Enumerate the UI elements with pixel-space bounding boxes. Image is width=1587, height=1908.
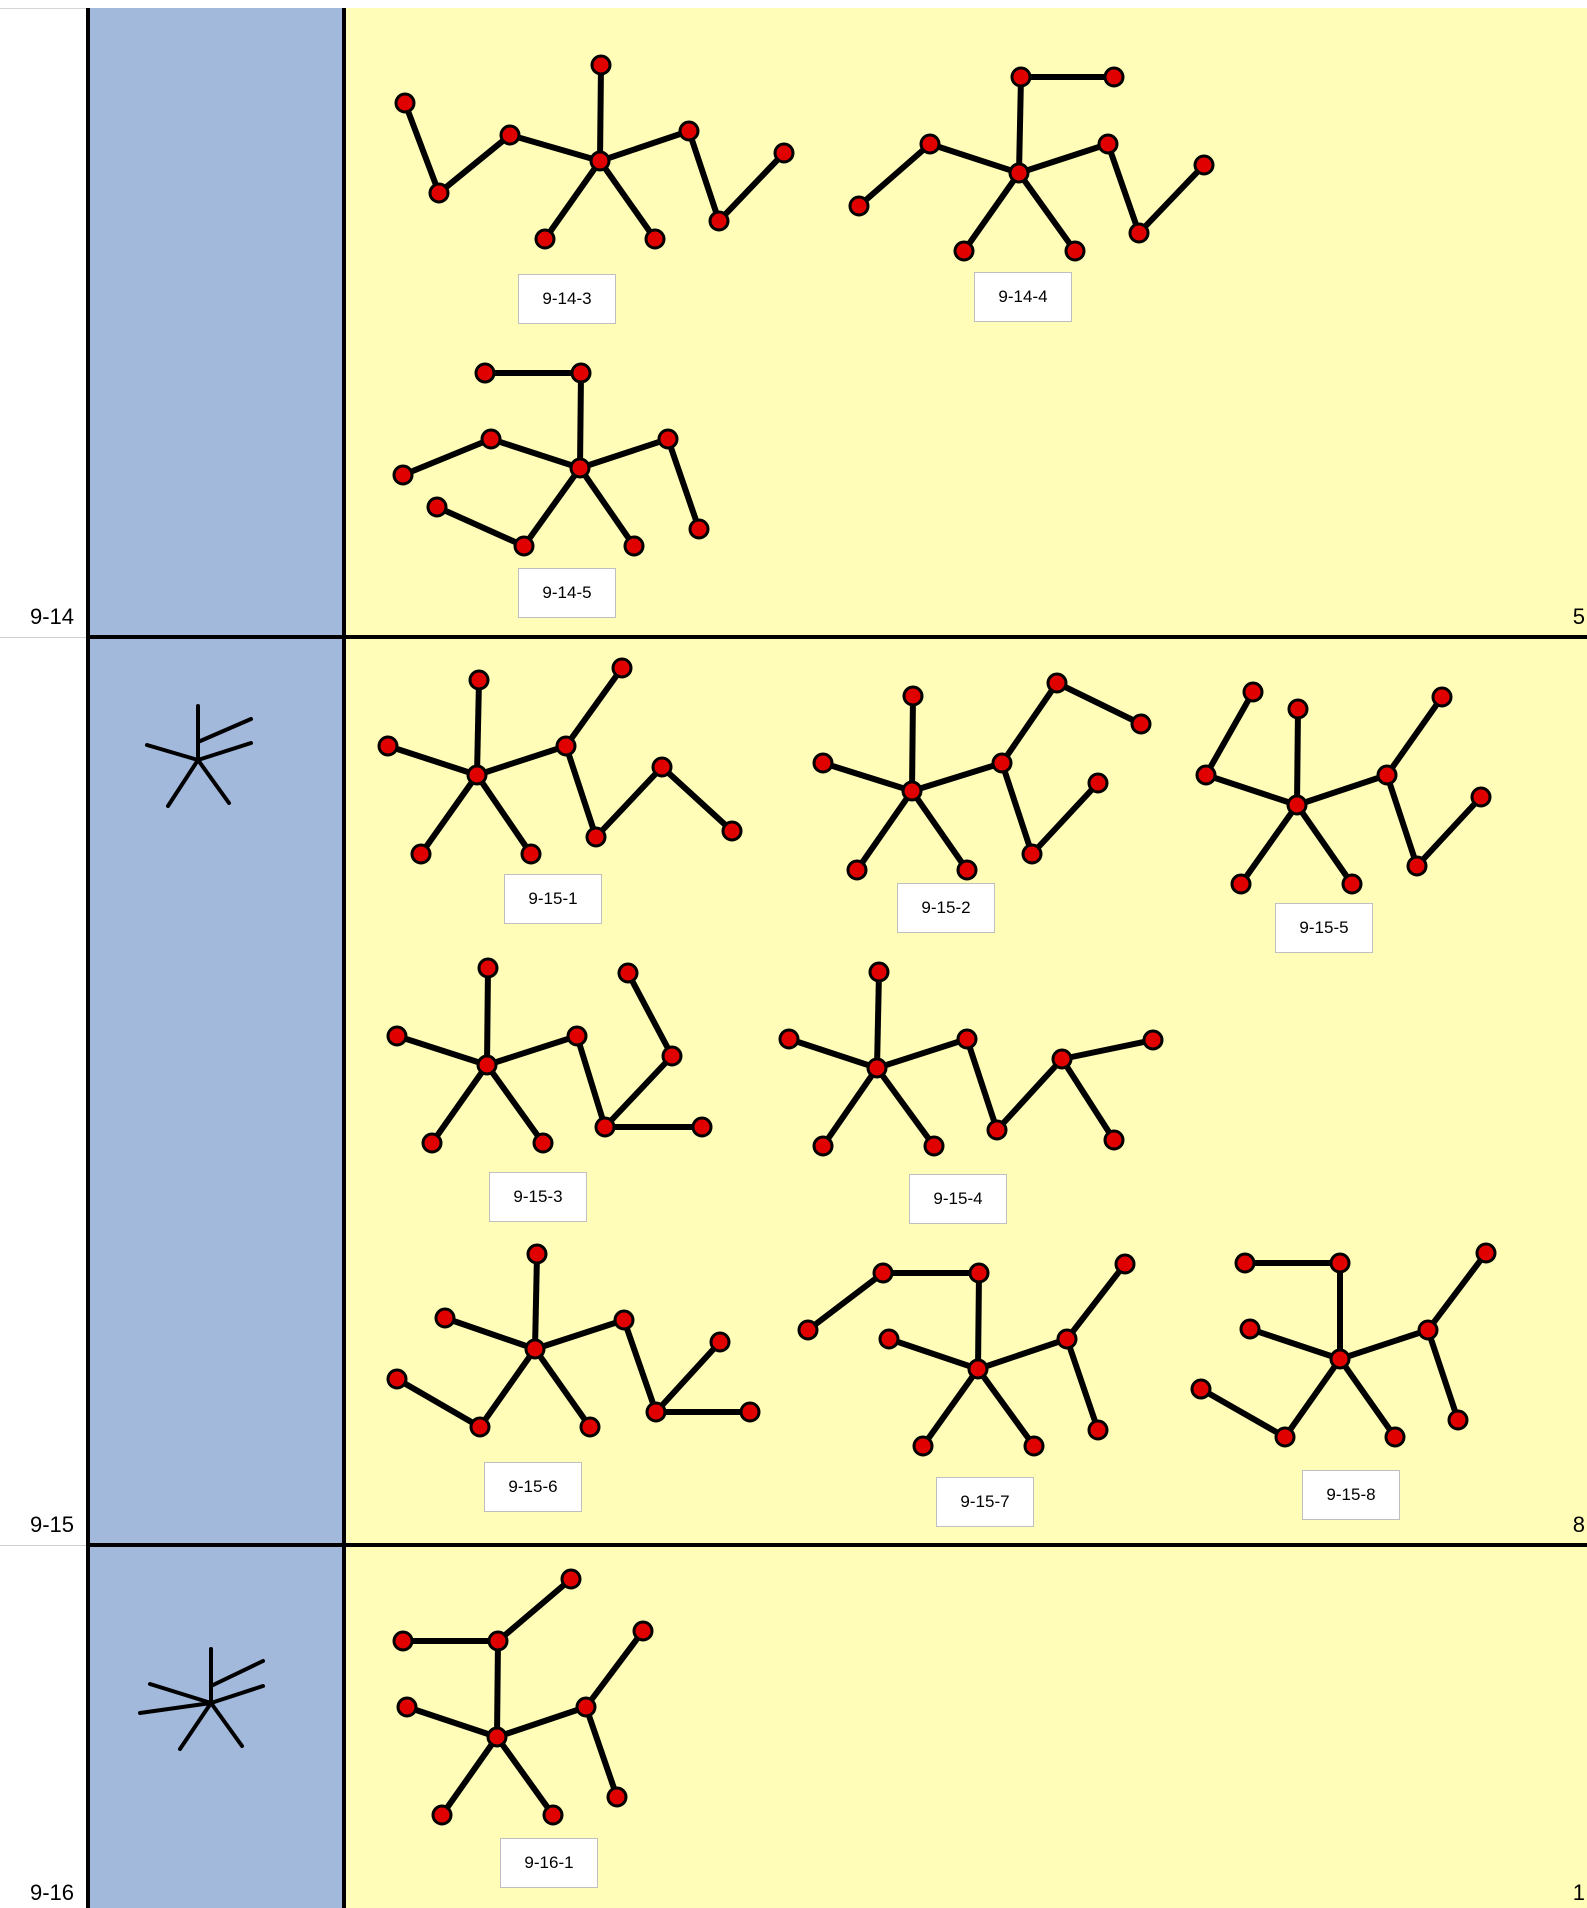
row-gridline-2 xyxy=(0,1545,86,1546)
graph-label: 9-15-7 xyxy=(936,1477,1034,1527)
graph-label: 9-15-1 xyxy=(504,874,602,924)
row-label: 9-16 xyxy=(30,1880,75,1905)
graph-label: 9-15-5 xyxy=(1275,903,1373,953)
row-label: 9-14 xyxy=(30,604,75,629)
column-divider-right xyxy=(342,8,346,1908)
graph-label: 9-15-4 xyxy=(909,1174,1007,1224)
graph-label: 9-15-8 xyxy=(1302,1470,1400,1520)
row-divider-2 xyxy=(86,1543,1587,1547)
row-count: 8 xyxy=(1572,1512,1585,1537)
graph-label: 9-15-2 xyxy=(897,883,995,933)
graph-label: 9-14-5 xyxy=(518,568,616,618)
graph-label: 9-15-6 xyxy=(484,1462,582,1512)
row-count: 5 xyxy=(1572,604,1585,629)
icon-cell-9-16 xyxy=(90,1547,342,1908)
graph-cell-9-15 xyxy=(346,639,1587,1543)
row-divider-1 xyxy=(86,635,1587,639)
column-divider-left xyxy=(86,8,90,1908)
graph-label: 9-15-3 xyxy=(489,1172,587,1222)
row-count: 1 xyxy=(1572,1880,1585,1905)
graph-label: 9-14-4 xyxy=(974,272,1072,322)
graph-label: 9-16-1 xyxy=(500,1838,598,1888)
row-gridline-1 xyxy=(0,637,86,638)
graph-label: 9-14-3 xyxy=(518,274,616,324)
icon-cell-9-14 xyxy=(90,8,342,635)
icon-cell-9-15 xyxy=(90,639,342,1543)
row-label: 9-15 xyxy=(30,1512,75,1537)
